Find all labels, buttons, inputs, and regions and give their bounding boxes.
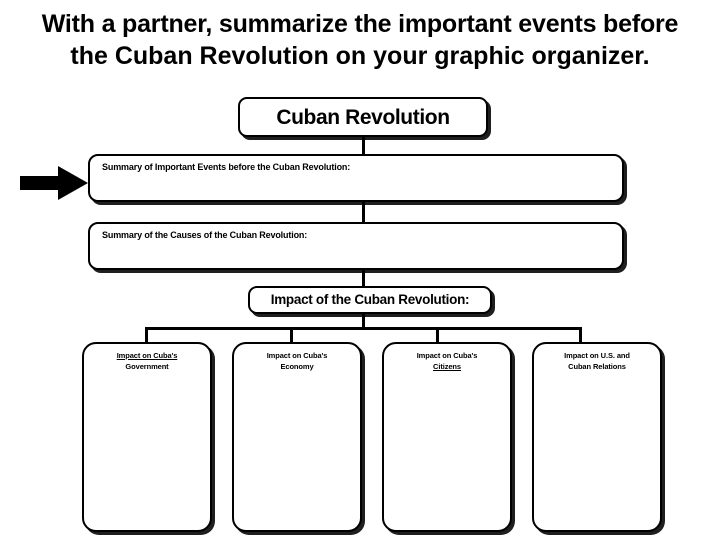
summary-box-causes-label: Summary of the Causes of the Cuban Revol… [102,230,308,240]
impact-column-economy-label-line-1: Impact on Cuba's [266,351,328,360]
connector-branch-to-column-1 [145,327,148,343]
impact-column-government-label-line-1: Impact on Cuba's [116,351,178,360]
page-title-line-1: With a partner, summarize the important … [41,10,679,38]
organizer-title-label: Cuban Revolution [276,105,450,129]
impact-column-citizens-label-line-2: Citizens [433,361,461,371]
impact-title-box[interactable]: Impact of the Cuban Revolution: [248,286,492,314]
page-title-line-2: the Cuban Revolution on your graphic org… [70,42,650,70]
impact-column-economy-label-line-2: Economy [280,361,314,371]
impact-column-economy-label: Impact on Cuba's Economy [240,351,354,373]
summary-box-causes[interactable]: Summary of the Causes of the Cuban Revol… [88,222,624,270]
summary-box-important-events-label: Summary of Important Events before the C… [102,162,351,172]
connector-branch-to-column-3 [436,327,439,343]
impact-column-economy[interactable]: Impact on Cuba's Economy [232,342,362,532]
impact-column-government-label: Impact on Cuba's Government [90,351,204,373]
impact-column-citizens[interactable]: Impact on Cuba's Citizens [382,342,512,532]
connector-branch-to-column-2 [290,327,293,343]
impact-column-us-cuban-relations-label-line-2: Cuban Relations [568,361,626,371]
impact-column-us-cuban-relations-label-line-1: Impact on U.S. and [564,351,630,360]
impact-column-citizens-label-line-1: Impact on Cuba's [416,351,478,360]
impact-column-us-cuban-relations-label: Impact on U.S. and Cuban Relations [540,351,654,373]
connector-impact-to-branch [362,312,365,330]
connector-branch-to-column-4 [579,327,582,343]
impact-column-citizens-label: Impact on Cuba's Citizens [390,351,504,373]
impact-title-label: Impact of the Cuban Revolution: [270,292,470,308]
impact-column-us-cuban-relations[interactable]: Impact on U.S. and Cuban Relations [532,342,662,532]
connector-summary2-to-impact [362,268,365,290]
impact-column-government[interactable]: Impact on Cuba's Government [82,342,212,532]
connector-branch-horizontal [145,327,582,330]
page-title: With a partner, summarize the important … [8,8,712,72]
right-arrow-pointer-icon [20,165,90,201]
connector-title-to-summary1 [362,136,365,160]
impact-column-government-label-line-2: Government [125,361,169,371]
summary-box-important-events[interactable]: Summary of Important Events before the C… [88,154,624,202]
organizer-title-box[interactable]: Cuban Revolution [238,97,488,137]
connector-summary1-to-summary2 [362,198,365,224]
